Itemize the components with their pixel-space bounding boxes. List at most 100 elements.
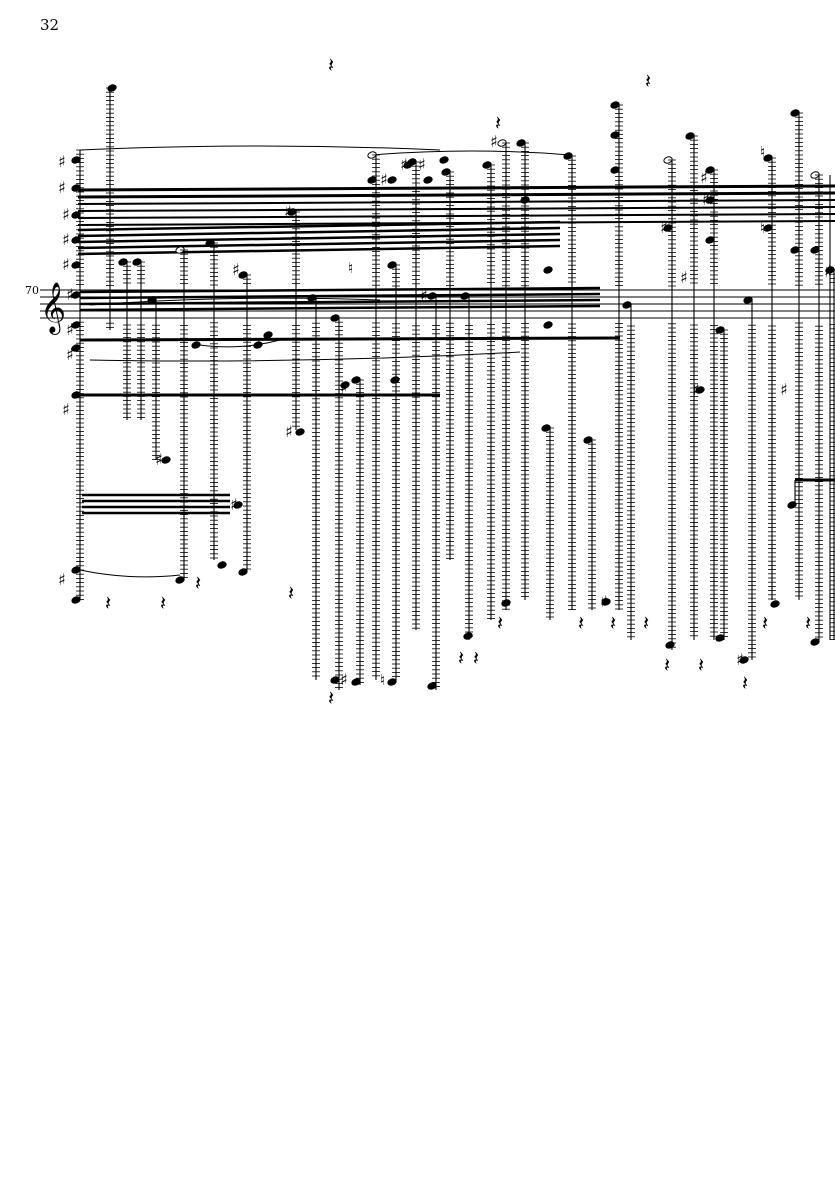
notehead	[427, 292, 437, 300]
notehead	[403, 161, 413, 169]
tie	[89, 297, 381, 306]
natural-icon: ♮	[348, 259, 353, 277]
notehead	[439, 156, 449, 164]
notehead	[161, 456, 171, 464]
beam	[77, 191, 835, 199]
beam	[77, 220, 561, 232]
notehead	[175, 576, 185, 584]
notehead	[367, 176, 377, 184]
tie	[89, 351, 521, 362]
sharp-icon: ♯	[62, 205, 70, 224]
rest-icon: 𝄽	[698, 653, 704, 677]
notehead	[665, 641, 675, 649]
page-number: 32	[40, 16, 60, 34]
sharp-icon: ♯	[418, 155, 426, 174]
sharp-icon: ♯	[66, 285, 74, 304]
tie	[371, 150, 571, 156]
sharp-icon: ♯	[58, 570, 66, 589]
rest-icon: 𝄽	[742, 671, 748, 695]
notehead	[71, 211, 81, 219]
notehead	[217, 561, 227, 569]
sharp-icon: ♯	[660, 218, 668, 237]
notehead	[715, 634, 725, 642]
rest-icon: 𝄽	[458, 646, 464, 670]
treble-clef-icon: 𝄞	[40, 282, 66, 335]
sharp-icon: ♯	[490, 132, 498, 151]
notehead	[147, 296, 157, 304]
beam	[77, 244, 561, 256]
rest-icon: 𝄽	[762, 611, 768, 635]
sharp-icon: ♯	[62, 255, 70, 274]
natural-icon: ♮	[760, 143, 765, 161]
notehead	[787, 501, 797, 509]
notehead	[663, 224, 673, 232]
sharp-icon: ♯	[62, 230, 70, 249]
notehead	[460, 292, 470, 300]
notehead	[233, 501, 243, 509]
sharp-icon: ♯	[66, 345, 74, 364]
sharp-icon: ♯	[680, 268, 688, 287]
sharp-icon: ♯	[380, 170, 388, 189]
sharp-icon: ♯	[62, 400, 70, 419]
notehead	[71, 344, 81, 352]
notehead	[463, 632, 473, 640]
notehead	[307, 294, 317, 302]
notehead	[263, 331, 273, 339]
sharp-icon: ♯	[155, 450, 163, 469]
rest-icon: 𝄽	[578, 611, 584, 635]
notehead	[790, 246, 800, 254]
notehead	[695, 386, 705, 394]
tie	[79, 569, 181, 578]
notehead	[543, 321, 553, 329]
notehead	[390, 376, 400, 384]
notehead	[610, 166, 620, 174]
notehead	[423, 176, 433, 184]
notehead	[191, 341, 201, 349]
notehead	[622, 301, 632, 309]
notehead	[810, 246, 820, 254]
beam	[79, 298, 601, 306]
sharp-icon: ♯	[736, 650, 744, 669]
rest-icon: 𝄽	[664, 653, 670, 677]
notehead	[330, 676, 340, 684]
tie	[199, 339, 281, 348]
sharp-icon: ♯	[58, 152, 66, 171]
notehead	[739, 656, 749, 664]
notehead	[610, 131, 620, 139]
rest-icon: 𝄽	[645, 69, 651, 93]
notehead	[770, 600, 780, 608]
measure-number: 70	[25, 284, 39, 297]
natural-icon: ♮	[760, 219, 765, 237]
beam	[79, 292, 601, 300]
notehead	[71, 156, 81, 164]
rest-icon: 𝄽	[473, 646, 479, 670]
notehead	[810, 638, 820, 646]
sharp-icon: ♯	[702, 190, 710, 209]
sharp-icon: ♯	[58, 178, 66, 197]
sharp-icon: ♯	[340, 378, 348, 397]
rest-icon: 𝄽	[105, 591, 111, 615]
notehead	[427, 682, 437, 690]
sharp-icon: ♯	[600, 592, 608, 611]
beam	[77, 232, 561, 244]
notehead	[705, 236, 715, 244]
notehead	[107, 84, 117, 92]
sharp-icon: ♯	[420, 286, 428, 305]
notehead	[238, 568, 248, 576]
notehead	[705, 196, 715, 204]
notehead	[501, 599, 511, 607]
sharp-icon: ♯	[780, 380, 788, 399]
notehead	[71, 261, 81, 269]
rest-icon: 𝄽	[495, 111, 501, 135]
notehead	[330, 314, 340, 322]
beam	[77, 226, 561, 238]
tie	[79, 145, 441, 151]
notehead	[71, 566, 81, 574]
sharp-icon: ♯	[700, 168, 708, 187]
notehead	[387, 176, 397, 184]
notehead	[601, 598, 611, 606]
sharp-icon: ♯	[340, 670, 348, 689]
rest-icon: 𝄽	[328, 686, 334, 710]
sharp-icon: ♯	[400, 155, 408, 174]
